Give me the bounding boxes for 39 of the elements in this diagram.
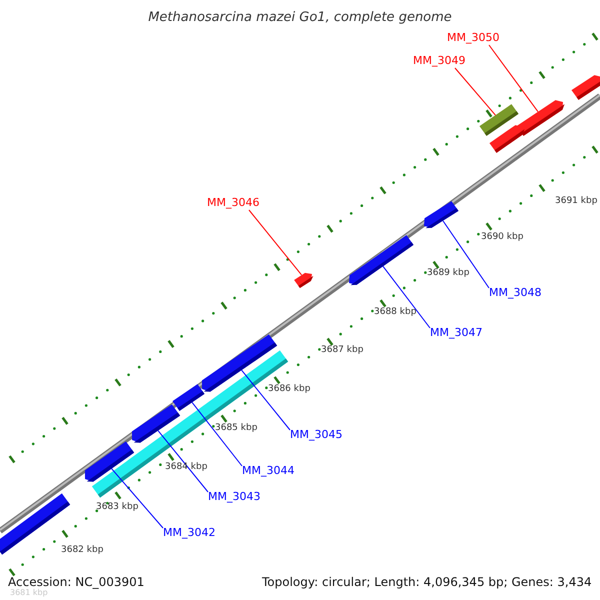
gene-bar: [172, 384, 205, 411]
chart-title: Methanosarcina mazei Go1, complete genome: [147, 11, 453, 24]
gene-label: MM_3043: [208, 491, 260, 502]
tick-label: 3682 kbp: [61, 546, 104, 555]
gene-label: MM_3046: [207, 197, 260, 208]
tick-label: 3685 kbp: [215, 424, 258, 433]
tick-label: 3686 kbp: [268, 385, 310, 394]
leader-line: [241, 370, 290, 430]
leader-line: [248, 210, 302, 276]
gene-bar: [489, 125, 525, 153]
gene-label: MM_3050: [447, 32, 500, 43]
tick-label: 3688 kbp: [374, 308, 416, 317]
gene-bar: [349, 235, 414, 286]
gene-label: MM_3047: [430, 327, 482, 338]
leader-line: [454, 68, 496, 116]
leader-line: [111, 468, 164, 528]
leader-line: [488, 44, 538, 112]
leader-line: [382, 266, 430, 328]
gene-bar: [424, 201, 459, 228]
tick-label: 3683 kbp: [96, 503, 138, 512]
gene-label: MM_3048: [489, 287, 542, 298]
tick-label: 3687 kbp: [321, 346, 364, 355]
leader-line: [192, 402, 242, 466]
gene-label: MM_3049: [413, 55, 466, 66]
gene-label: MM_3042: [163, 527, 216, 538]
tick-label: 3690 kbp: [481, 233, 524, 242]
gene-bar: [571, 75, 600, 100]
gene-bar: [132, 404, 180, 443]
tick-label: 3689 kbp: [427, 269, 470, 278]
gene-label: MM_3045: [290, 429, 342, 440]
footer-text: Topology: circular; Length: 4,096,345 bp; Genes: 3,434: [262, 576, 592, 588]
leader-line: [442, 220, 490, 288]
tick-label: 3691 kbp: [555, 197, 598, 206]
gene-label: MM_3044: [242, 465, 294, 476]
gene-bar: [294, 272, 314, 288]
gene-bar: [84, 441, 134, 482]
tick-label: 3684 kbp: [165, 463, 208, 472]
footer-text: Accession: NC_003901: [8, 576, 144, 588]
leader-line: [158, 430, 208, 492]
